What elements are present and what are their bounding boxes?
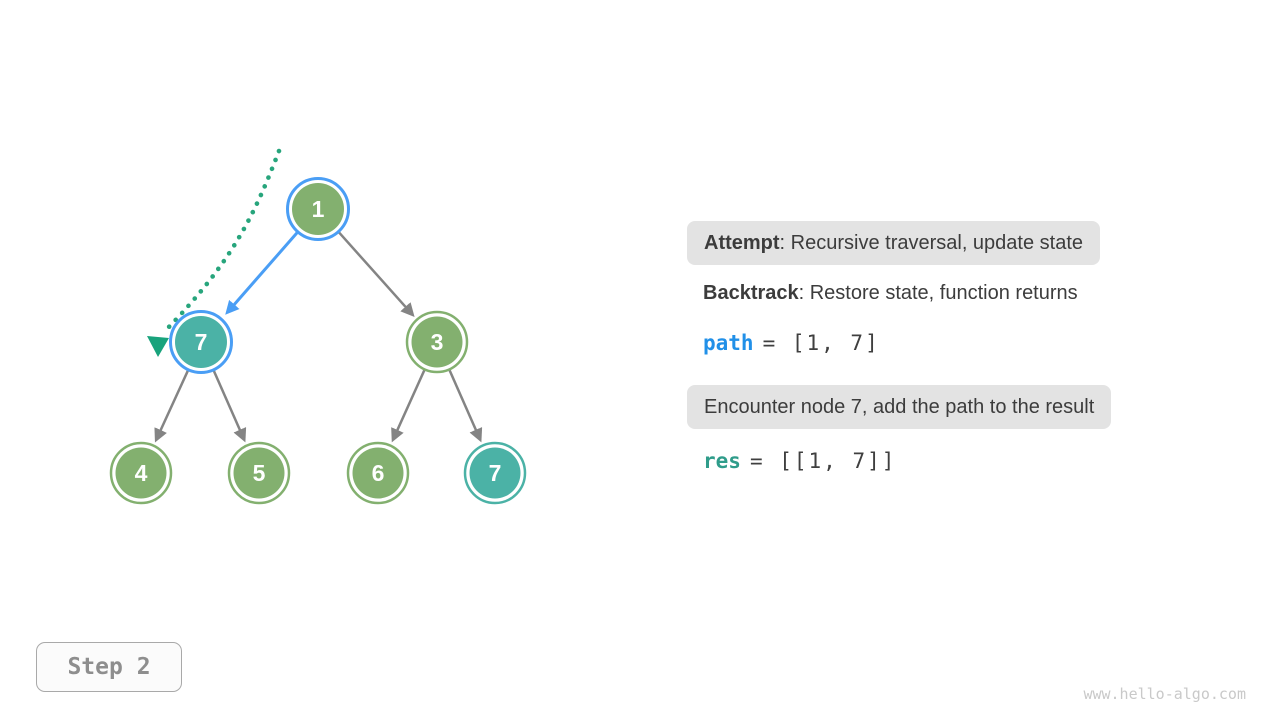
tree-node-4-value: 4 [135, 460, 148, 486]
tree-node-7-right-value: 7 [489, 460, 502, 486]
traversal-trail-dotted [163, 148, 282, 333]
watermark: www.hello-algo.com [1083, 685, 1246, 703]
tree-node-6: 6 [346, 441, 410, 505]
res-variable: res [703, 449, 741, 473]
path-value: = [1, 7] [762, 331, 880, 355]
tree-node-7-left-value: 7 [195, 329, 208, 355]
traversal-pointer-triangle-icon [147, 336, 169, 357]
path-code-line: path = [1, 7] [703, 331, 880, 355]
backtrack-label: Backtrack [703, 282, 799, 304]
attempt-text: : Recursive traversal, update state [779, 232, 1084, 254]
tree-node-5: 5 [227, 441, 291, 505]
edge-7-to-5 [212, 369, 247, 443]
attempt-label: Attempt [704, 232, 780, 254]
backtrack-text: : Restore state, function returns [798, 282, 1078, 304]
encounter-callout: Encounter node 7, add the path to the re… [687, 385, 1112, 429]
tree-node-5-value: 5 [253, 460, 266, 486]
edge-7-to-4 [154, 369, 190, 443]
edge-3-to-6 [391, 369, 426, 443]
attempt-callout: Attempt: Recursive traversal, update sta… [687, 221, 1101, 265]
res-code-line: res = [[1, 7]] [703, 449, 896, 473]
tree-node-3-value: 3 [431, 329, 444, 355]
tree-node-6-value: 6 [372, 460, 385, 486]
binary-tree-diagram: 1 7 3 4 5 6 [109, 148, 527, 505]
path-variable: path [703, 331, 754, 355]
tree-node-1-value: 1 [312, 196, 325, 222]
tree-node-3: 3 [405, 310, 469, 374]
tree-node-4: 4 [109, 441, 173, 505]
res-value: = [[1, 7]] [749, 449, 897, 473]
tree-node-1: 1 [286, 177, 350, 241]
edge-3-to-7 [448, 369, 483, 443]
tree-node-7-left: 7 [169, 310, 233, 374]
backtrack-line: Backtrack: Restore state, function retur… [703, 282, 1078, 305]
encounter-text: Encounter node 7, add the path to the re… [704, 396, 1095, 418]
step-badge: Step 2 [36, 642, 182, 692]
step-badge-label: Step 2 [67, 654, 151, 680]
edge-1-to-3 [337, 231, 415, 317]
tree-node-7-right: 7 [463, 441, 527, 505]
edge-1-to-7-active [225, 231, 299, 315]
